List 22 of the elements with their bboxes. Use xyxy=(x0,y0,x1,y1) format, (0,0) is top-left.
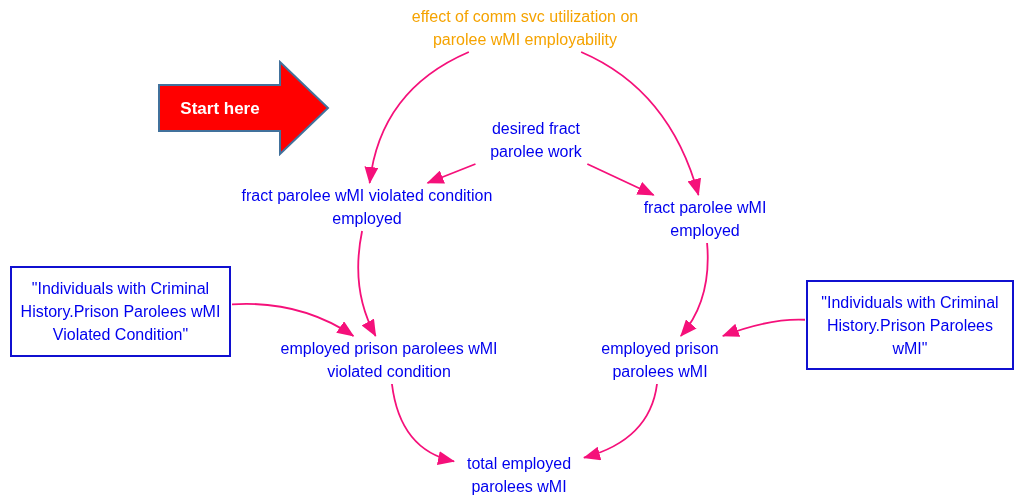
arrow xyxy=(583,383,658,460)
arrow xyxy=(231,303,355,337)
arrow xyxy=(357,230,377,337)
variable-label: total employed parolees wMI xyxy=(455,452,583,498)
variable-label: "Individuals with Criminal History.Prison Parolees wMI Violated Condition" xyxy=(19,279,222,345)
arrow xyxy=(391,383,455,465)
variable-label: fract parolee wMI employed xyxy=(642,196,768,242)
arrow xyxy=(365,51,470,184)
variable-label: fract parolee wMI violated condition employed xyxy=(222,184,512,230)
variable-label: "Individuals with Criminal History.Prison Parolees wMI" xyxy=(820,292,1000,359)
arrow xyxy=(580,51,701,196)
variable-label: desired fract parolee work xyxy=(470,117,602,163)
variable-label: employed prison parolees wMI xyxy=(585,337,735,383)
variable-label: effect of comm svc utilization on parolee wMI employability xyxy=(405,5,645,51)
variable-label: employed prison parolees wMI violated condition xyxy=(264,337,514,383)
arrow xyxy=(679,242,709,337)
start-arrow: Start here xyxy=(158,60,330,156)
arrow xyxy=(721,318,806,338)
arrow xyxy=(586,163,655,196)
arrow xyxy=(426,163,477,184)
reference-box xyxy=(10,266,231,357)
reference-box xyxy=(806,280,1014,370)
